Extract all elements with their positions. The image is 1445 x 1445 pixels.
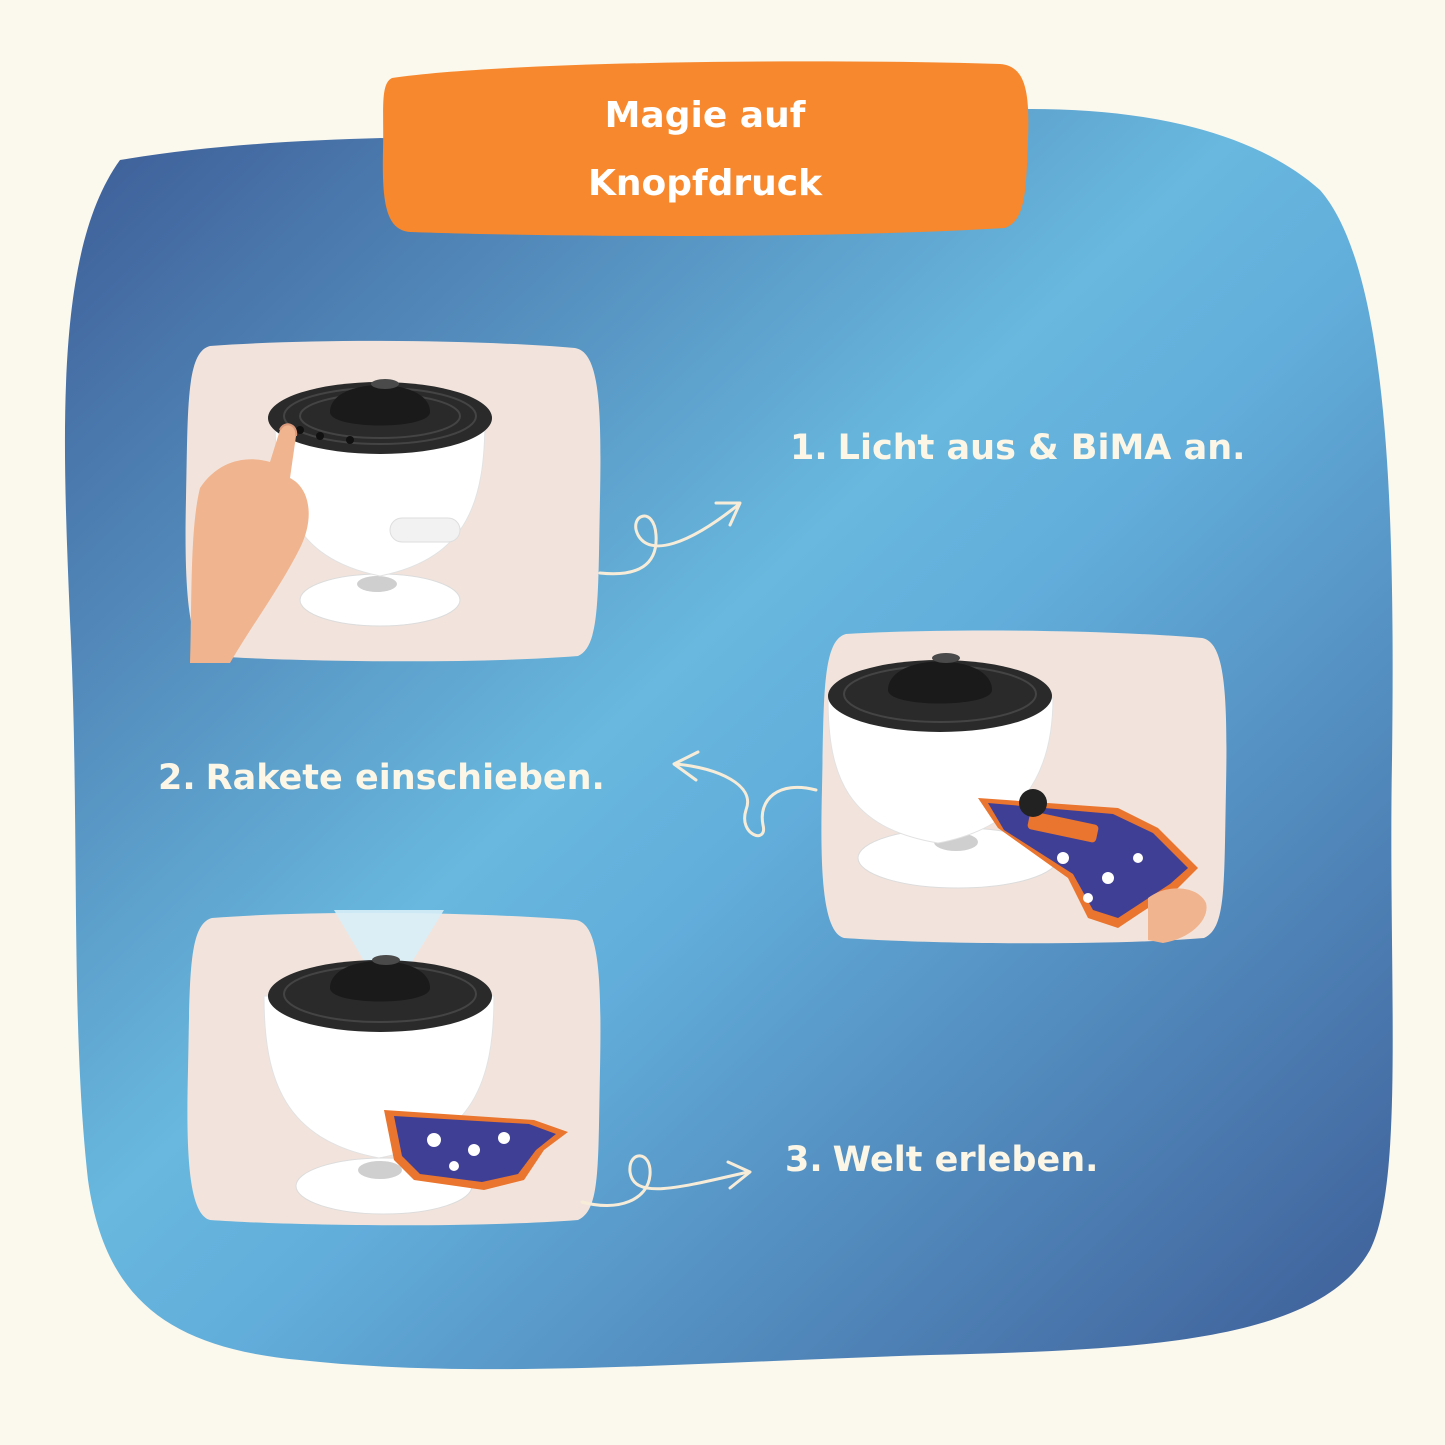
projector-icon	[185, 340, 601, 663]
step-2-number: 2.	[158, 758, 196, 798]
step-2-label: 2.Rakete einschieben.	[158, 758, 605, 798]
step-3-number: 3.	[785, 1140, 823, 1180]
step-1-label: 1.Licht aus & BiMA an.	[790, 428, 1245, 468]
step-2-image-card	[818, 628, 1228, 946]
step-1-image-card	[180, 338, 605, 663]
title-line-2: Knopfdruck	[587, 163, 823, 204]
step-3-text: Welt erleben.	[832, 1140, 1099, 1180]
page-title: Magie auf Knopfdruck	[385, 82, 1025, 218]
curly-arrow-icon	[672, 750, 818, 838]
curly-arrow-icon	[598, 501, 742, 576]
title-line-1: Magie auf	[604, 95, 806, 136]
title-banner	[382, 61, 1029, 236]
step-1-number: 1.	[790, 428, 828, 468]
step-1-text: Licht aus & BiMA an.	[837, 428, 1246, 468]
step-3-label: 3.Welt erleben.	[785, 1140, 1098, 1180]
pointing-hand-icon	[190, 423, 309, 663]
step-3-image-card	[184, 910, 602, 1228]
projector-icon	[187, 910, 601, 1226]
step-2-text: Rakete einschieben.	[205, 758, 605, 798]
curly-arrow-icon	[580, 1154, 752, 1207]
rocket-card-icon	[821, 630, 1227, 944]
